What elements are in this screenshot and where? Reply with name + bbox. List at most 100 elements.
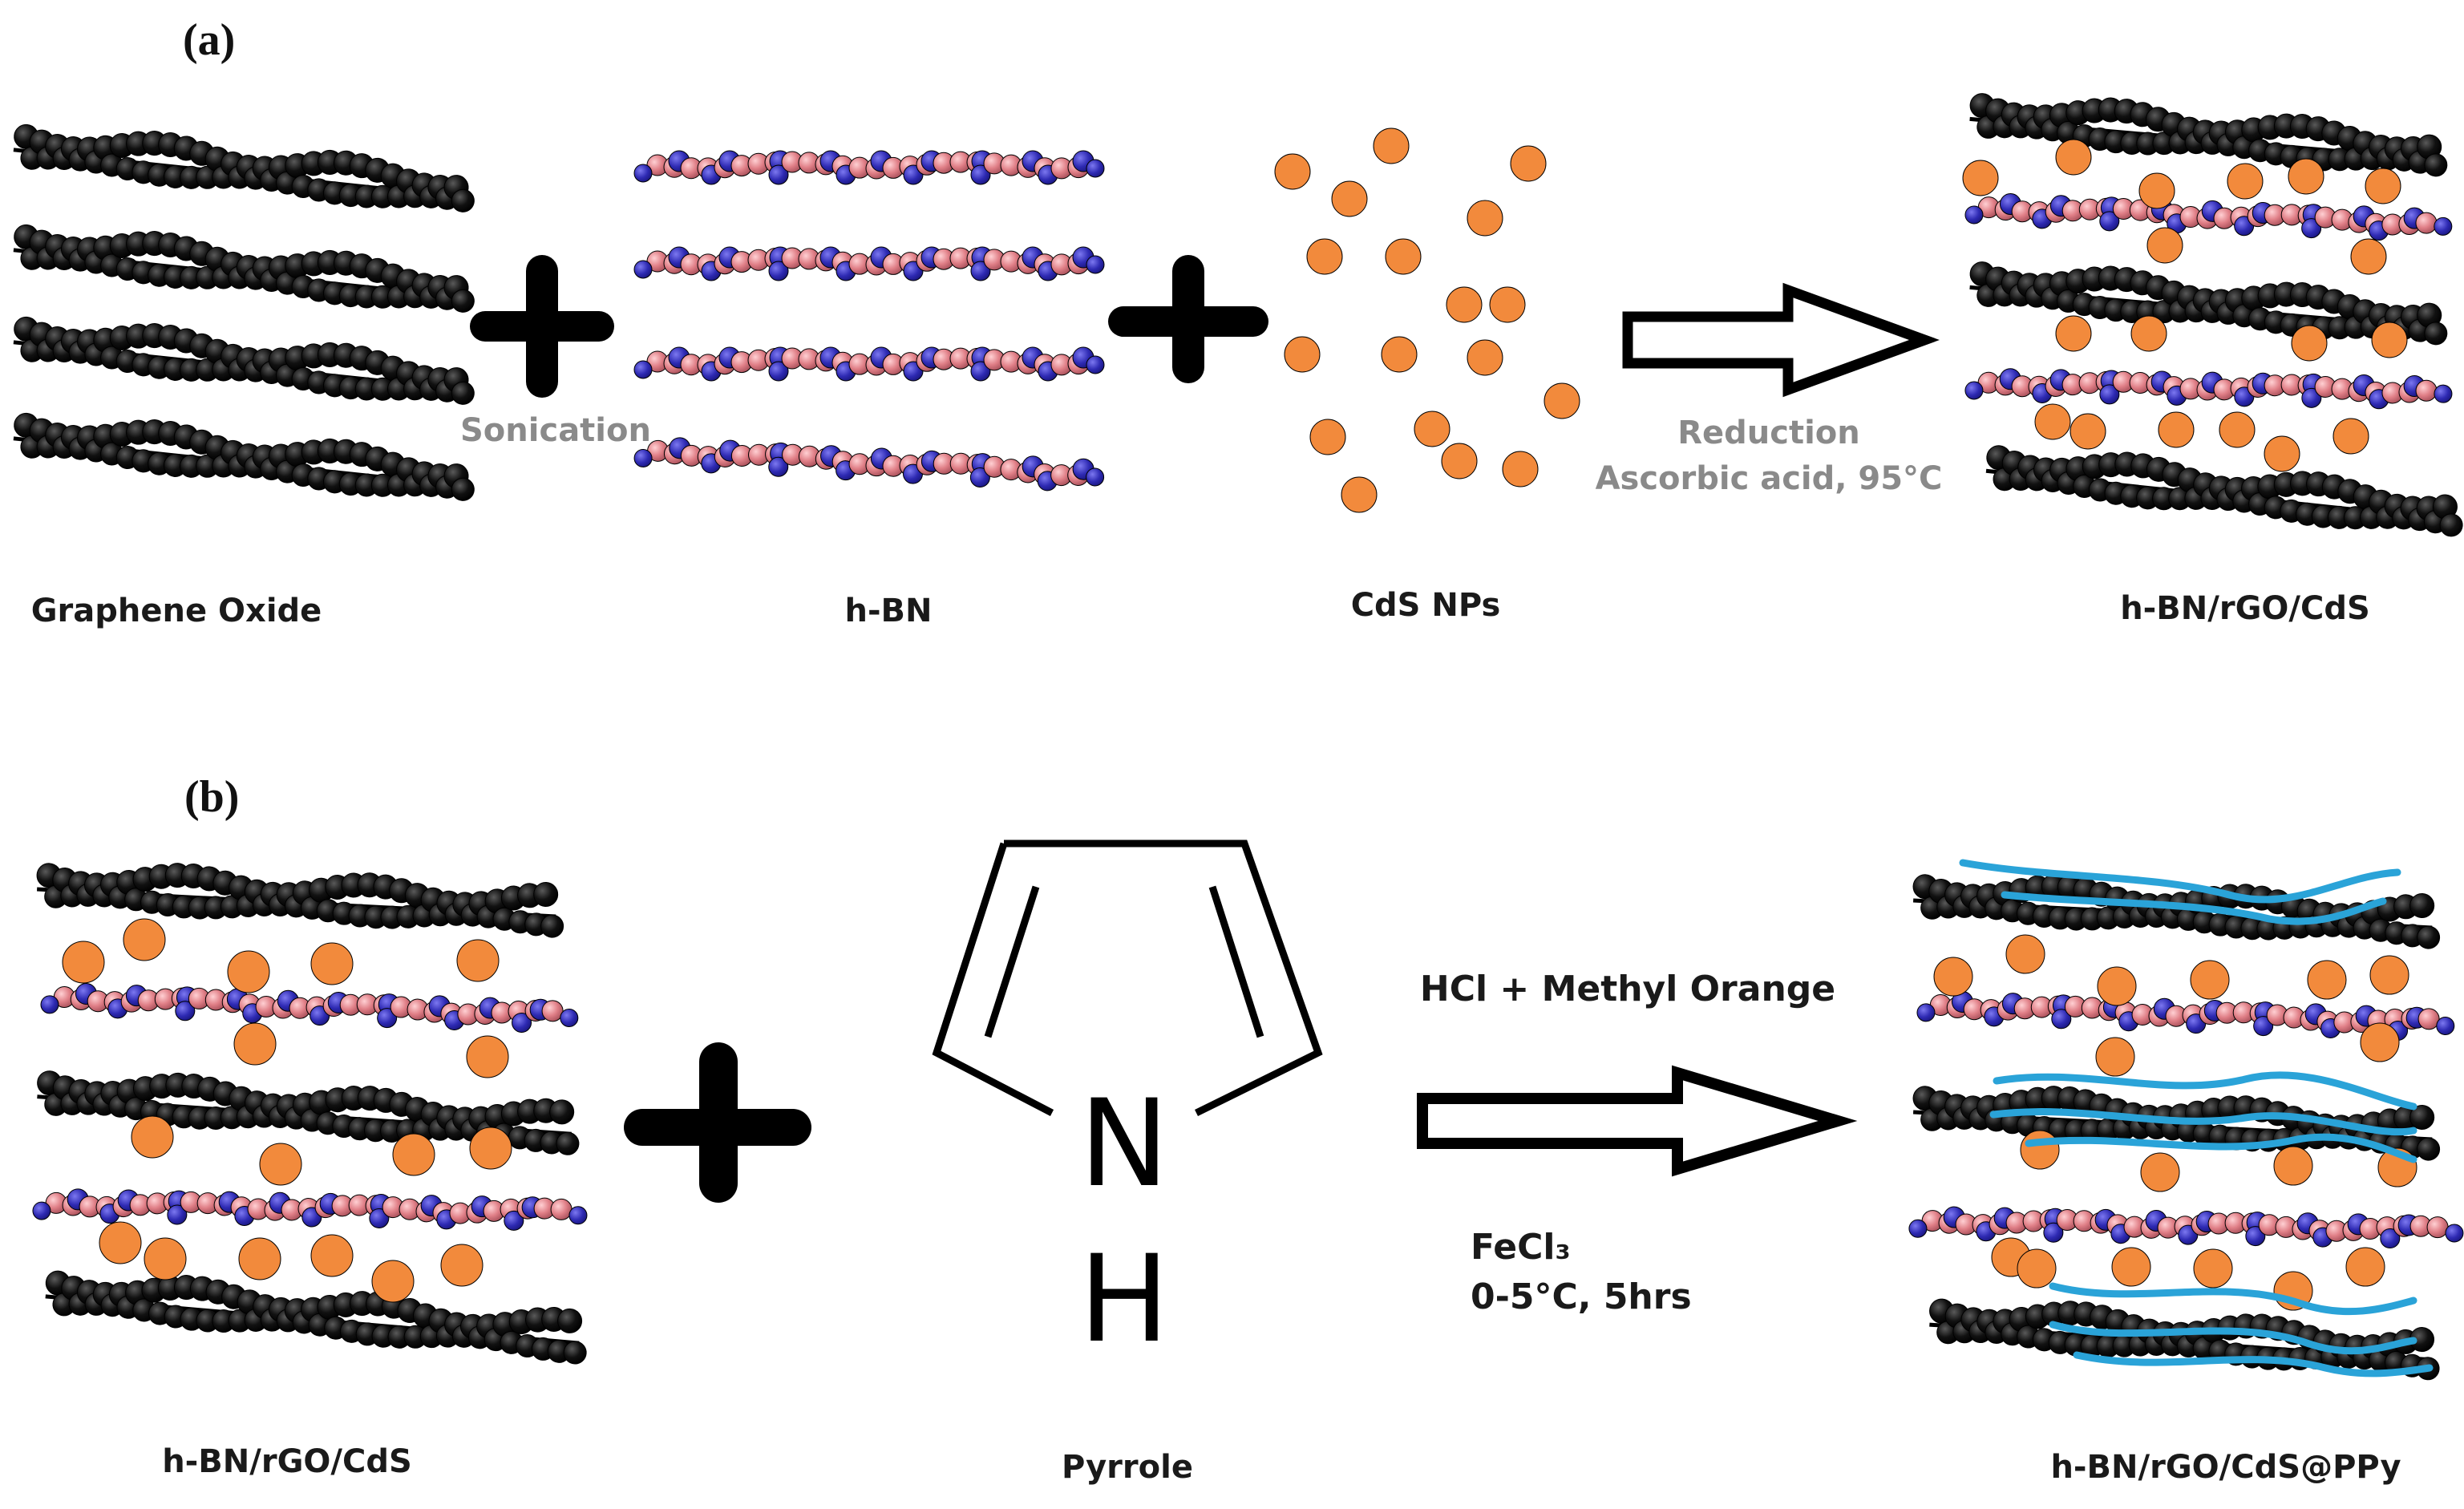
- boron-atom: [512, 1012, 532, 1033]
- boron-atom: [1964, 381, 1984, 400]
- cds-particle: [2273, 1146, 2313, 1186]
- graphene-sheet: [13, 123, 475, 212]
- cds-particle: [2333, 418, 2369, 455]
- graphene-sheet: [1969, 93, 2448, 177]
- cds-particle: [2017, 1248, 2057, 1289]
- cds-particle: [1933, 957, 1973, 997]
- hbn-rgo-cds-product-a: [1962, 93, 2463, 537]
- cds-particle: [2146, 227, 2183, 264]
- cds-particle: [2095, 1037, 2135, 1077]
- ppy-chain: [2025, 1133, 2417, 1163]
- boron-atom: [1086, 355, 1105, 374]
- boron-atom: [1964, 205, 1984, 225]
- nitrogen-atom: [2415, 379, 2438, 402]
- cds-particle: [2350, 238, 2387, 275]
- hbn-sheet: [1908, 1206, 2464, 1249]
- boron-atom: [970, 261, 991, 281]
- pyrrole-atom-n: N: [1079, 1074, 1169, 1214]
- hbn-sheet: [32, 1188, 588, 1231]
- cds-particle: [123, 918, 166, 961]
- boron-atom: [970, 361, 991, 382]
- panel-a-label: (a): [183, 15, 235, 65]
- boron-atom: [633, 448, 653, 467]
- cds-particle: [2219, 411, 2256, 448]
- cds-particle: [2264, 435, 2300, 472]
- caption-product-a: h-BN/rGO/CdS: [2120, 590, 2370, 627]
- carbon-atom: [549, 1099, 575, 1125]
- boron-atom: [633, 360, 653, 379]
- boron-atom: [2380, 1228, 2401, 1249]
- nitrogen-atom: [2426, 1216, 2449, 1239]
- graphene-sheet: [45, 1270, 587, 1365]
- boron-atom: [2099, 384, 2120, 405]
- panel-b-label: (b): [184, 772, 239, 822]
- boron-atom: [1916, 1003, 1936, 1022]
- graphene-oxide-stack: [13, 123, 475, 501]
- boron-atom: [369, 1208, 390, 1228]
- cds-particle: [2111, 1247, 2151, 1287]
- carbon-atom: [2424, 322, 2448, 346]
- carbon-atom: [557, 1308, 583, 1333]
- ppy-chain: [2049, 1321, 2417, 1355]
- boron-atom: [40, 995, 59, 1014]
- polymerization-arrow: [1417, 1065, 1858, 1177]
- graphene-sheet: [13, 224, 475, 313]
- cds-particle: [440, 1244, 483, 1287]
- cds-particle: [1381, 336, 1418, 373]
- boron-atom: [768, 456, 789, 477]
- cds-particle: [2227, 163, 2264, 200]
- carbon-atom: [2424, 153, 2448, 177]
- boron-atom: [2434, 384, 2453, 403]
- cds-particle: [2371, 322, 2408, 358]
- carbon-atom: [451, 477, 475, 501]
- pyrrole-atom-h: H: [1079, 1230, 1170, 1369]
- pyrrole-structure: N H: [932, 839, 1323, 1369]
- boron-atom: [2253, 1016, 2274, 1037]
- cds-particle: [1341, 476, 1378, 513]
- sonication-label: Sonication: [460, 412, 651, 449]
- carbon-atom: [2417, 1137, 2441, 1161]
- hbn-sheet: [1964, 368, 2453, 410]
- ppy-chain: [2049, 1282, 2417, 1316]
- cds-particle: [2140, 1152, 2180, 1192]
- cds-particle: [1373, 127, 1410, 164]
- boron-atom: [2099, 211, 2120, 232]
- carbon-atom: [2417, 925, 2441, 949]
- graphene-sheet: [13, 412, 475, 501]
- cds-particle: [1544, 382, 1580, 419]
- cds-particle: [2365, 168, 2401, 204]
- ppy-chain: [1959, 859, 2401, 904]
- cds-particle: [2190, 960, 2230, 1000]
- cds-particle: [1467, 339, 1503, 376]
- hbn-rgo-cds-reactant-b: [32, 863, 588, 1365]
- carbon-atom: [2439, 513, 2463, 537]
- boron-atom: [633, 164, 653, 183]
- boron-atom: [2301, 387, 2322, 408]
- boron-atom: [1086, 159, 1105, 178]
- carbon-atom: [451, 188, 475, 212]
- boron-atom: [167, 1204, 188, 1225]
- graphene-sheet: [1985, 445, 2463, 537]
- cds-particle: [466, 1035, 509, 1078]
- hbn-sheet: [633, 246, 1105, 281]
- carbon-atom: [2409, 1104, 2435, 1130]
- boron-atom: [1086, 467, 1105, 487]
- boron-atom: [2301, 218, 2322, 239]
- cds-particle: [1274, 153, 1311, 190]
- carbon-atom: [563, 1341, 587, 1365]
- boron-atom: [633, 260, 653, 279]
- cds-particle: [99, 1221, 142, 1264]
- boron-atom: [768, 361, 789, 382]
- cds-particle: [1414, 411, 1450, 447]
- cds-particle: [1331, 180, 1368, 217]
- cds-particle: [227, 950, 270, 993]
- carbon-atom: [556, 1131, 580, 1155]
- carbon-atom: [451, 289, 475, 313]
- cds-particle: [2020, 1130, 2060, 1170]
- caption-cds: CdS NPs: [1351, 587, 1501, 624]
- cds-particle: [1467, 200, 1503, 237]
- caption-pyrrole: Pyrrole: [1062, 1449, 1193, 1486]
- cds-particle: [392, 1133, 435, 1176]
- cds-particle: [2193, 1248, 2233, 1289]
